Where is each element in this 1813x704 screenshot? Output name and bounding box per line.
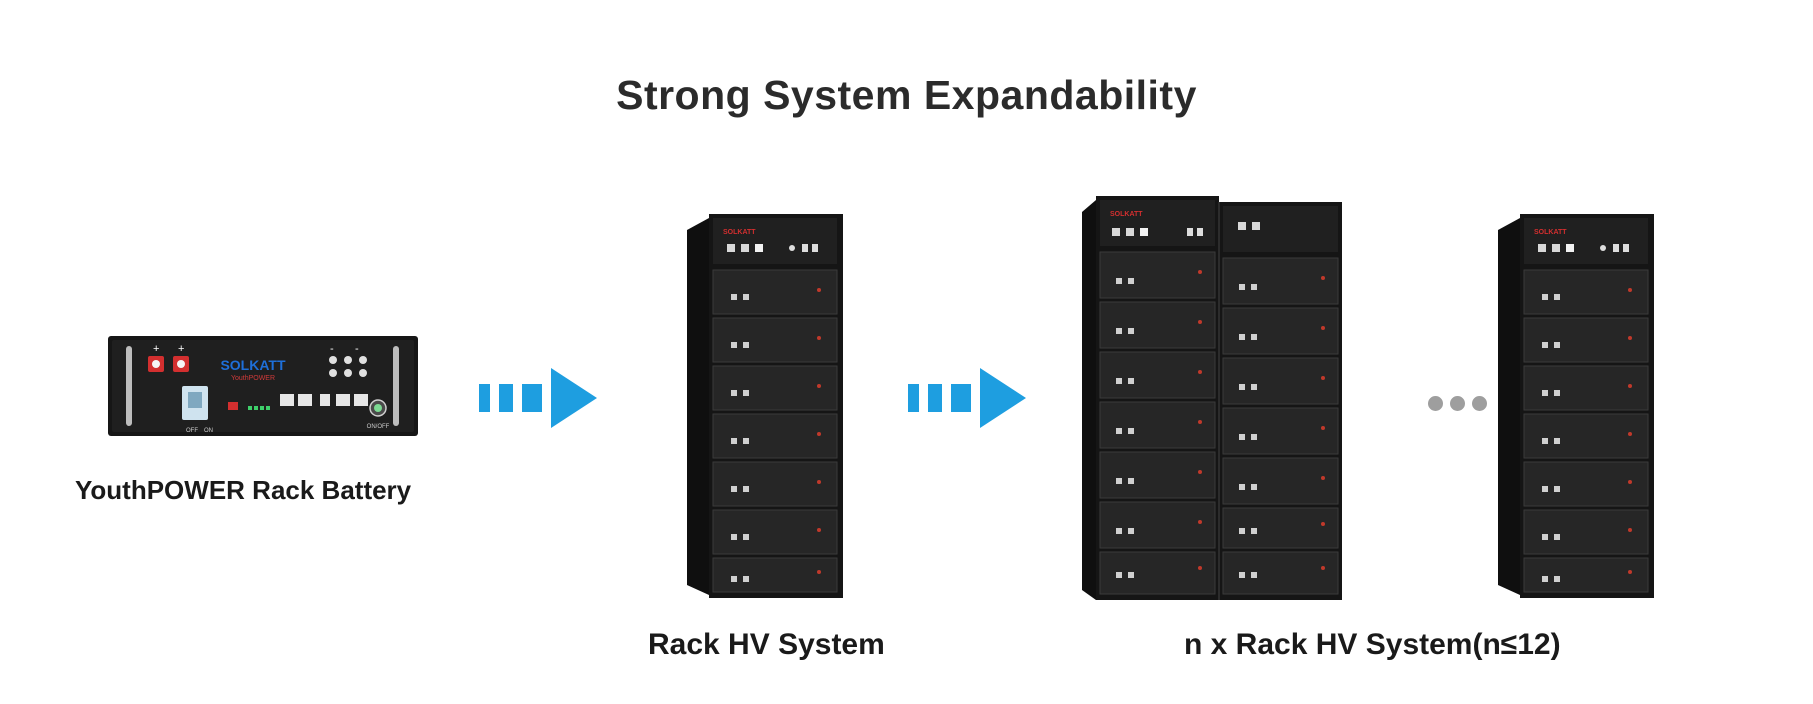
svg-text:ON: ON (204, 428, 213, 434)
svg-text:-: - (330, 343, 334, 355)
page-title: Strong System Expandability (616, 72, 1197, 118)
ellipsis-dots-icon (1428, 396, 1494, 416)
arrow-right-icon (908, 368, 1026, 428)
multi-rack-hv-system: SOLKATT (1082, 192, 1357, 609)
rack-battery-unit: + + SOLKATT YouthPOWER - - OFF ON (108, 336, 418, 441)
rack-cabinet-icon: SOLKATT (687, 214, 843, 598)
caption-multi-rack-hv-system: n x Rack HV System(n≤12) (1184, 628, 1561, 661)
rack-cabinet-icon: SOLKATT (1498, 214, 1654, 598)
comm-port-icon (280, 394, 368, 406)
arrow-right-icon (479, 368, 597, 428)
rack-cabinet-icon: SOLKATT (1082, 196, 1342, 600)
svg-text:SOLKATT: SOLKATT (723, 229, 756, 236)
caption-rack-battery: YouthPOWER Rack Battery (75, 475, 412, 505)
rack-hv-system: SOLKATT (687, 210, 847, 605)
positive-terminal-icon (148, 356, 189, 372)
svg-text:+: + (153, 343, 159, 355)
power-button-icon (369, 399, 387, 417)
svg-text:SOLKATT: SOLKATT (1110, 211, 1143, 218)
breaker-switch-icon (182, 386, 208, 420)
negative-terminal-icon (329, 356, 367, 377)
svg-text:-: - (355, 343, 359, 355)
svg-text:SOLKATT: SOLKATT (220, 357, 286, 373)
svg-text:ON/OFF: ON/OFF (367, 424, 390, 430)
svg-text:+: + (178, 343, 184, 355)
svg-text:SOLKATT: SOLKATT (1534, 229, 1567, 236)
additional-rack-hv-system: SOLKATT (1498, 210, 1658, 605)
svg-text:OFF: OFF (186, 428, 198, 434)
svg-text:YouthPOWER: YouthPOWER (231, 375, 275, 382)
caption-rack-hv-system: Rack HV System (648, 628, 885, 661)
